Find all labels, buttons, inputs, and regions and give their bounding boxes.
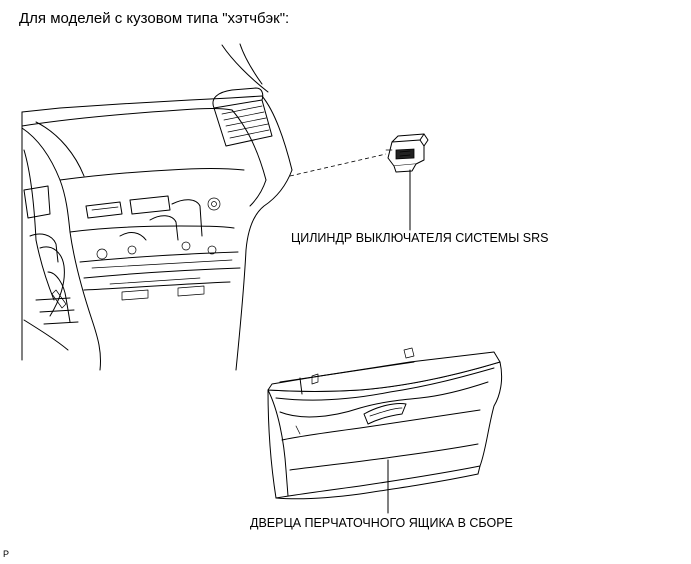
figure-code: P bbox=[3, 549, 10, 559]
glovebox-door-label: ДВЕРЦА ПЕРЧАТОЧНОГО ЯЩИКА В СБОРЕ bbox=[250, 516, 513, 530]
installation-dashed-line bbox=[289, 153, 387, 177]
srs-cylinder-part bbox=[385, 133, 429, 173]
srs-cylinder-label: ЦИЛИНДР ВЫКЛЮЧАТЕЛЯ СИСТЕМЫ SRS bbox=[291, 231, 549, 245]
instrument-panel-drawing bbox=[21, 43, 293, 371]
page-heading: Для моделей с кузовом типа "хэтчбэк": bbox=[19, 10, 290, 27]
glovebox-drawing bbox=[267, 347, 503, 500]
